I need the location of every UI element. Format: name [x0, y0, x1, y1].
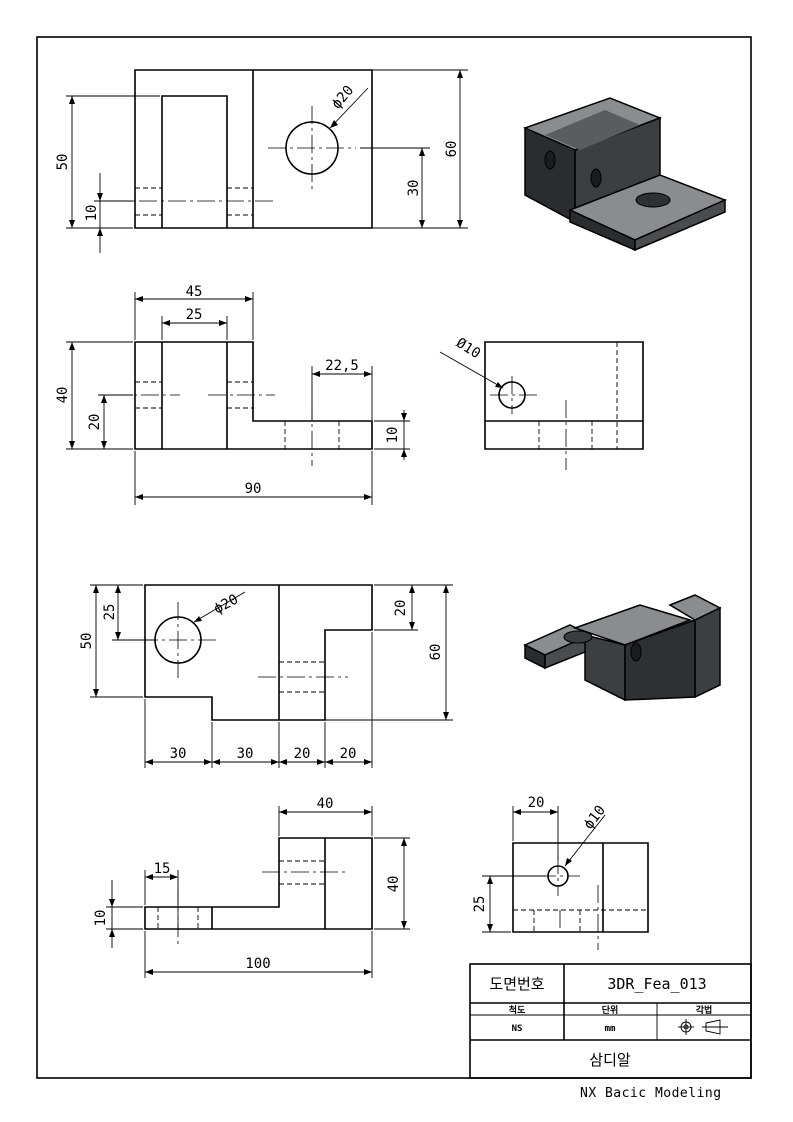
drawing2-side-view: 20 ϕ10 25 — [472, 795, 649, 950]
unit-value: mm — [605, 1024, 616, 1034]
dim-20b: 20 — [340, 746, 357, 762]
dim-40: 40 — [55, 387, 71, 404]
dim-10: 10 — [93, 910, 109, 927]
dim-30a: 30 — [170, 746, 187, 762]
dim-30b: 30 — [237, 746, 254, 762]
dim-15: 15 — [154, 861, 171, 877]
dim-90: 90 — [245, 481, 262, 497]
dim-50: 50 — [55, 154, 71, 171]
drawing2-front-view: 25 50 20 60 ϕ20 30 30 20 20 — [79, 584, 453, 768]
scale-value: NS — [512, 1024, 523, 1034]
dim-22-5: 22,5 — [325, 358, 359, 374]
dim-10: 10 — [84, 205, 100, 222]
drawing1-top-view: 45 25 22,5 40 20 10 90 — [55, 284, 410, 505]
drawing-number-label: 도면번호 — [489, 975, 544, 993]
third-angle-projection-icon — [678, 1019, 728, 1035]
dim-20a: 20 — [294, 746, 311, 762]
drawing1-side-view: Ø10 — [439, 335, 644, 470]
dim-20: 20 — [87, 414, 103, 431]
drawing-number: 3DR_Fea_013 — [607, 975, 706, 993]
title-block: 도면번호 3DR_Fea_013 척도 단위 각법 NS mm 삼디알 — [469, 963, 752, 1079]
dim-10: 10 — [385, 427, 401, 444]
drawing2-isometric-model — [523, 594, 722, 702]
dim-60: 60 — [428, 644, 444, 661]
dim-60: 60 — [444, 141, 460, 158]
dim-25: 25 — [102, 604, 118, 621]
footer-text: NX Bacic Modeling — [580, 1086, 722, 1101]
company-name: 삼디알 — [589, 1051, 631, 1069]
dim-45: 45 — [186, 284, 203, 300]
scale-label: 척도 — [509, 1004, 526, 1016]
dim-phi20: ϕ20 — [211, 591, 241, 617]
projection-label: 각법 — [696, 1004, 713, 1016]
drawing2-top-view: 40 15 10 40 100 — [93, 796, 410, 978]
dim-40: 40 — [317, 796, 334, 812]
dim-25: 25 — [472, 896, 488, 913]
dim-phi10: Ø10 — [453, 335, 483, 362]
dim-20: 20 — [393, 600, 409, 617]
dim-40b: 40 — [386, 876, 402, 893]
dim-25: 25 — [186, 307, 203, 323]
dim-50: 50 — [79, 633, 95, 650]
dim-phi20: ϕ20 — [329, 83, 358, 113]
sheet-border — [36, 36, 752, 1079]
unit-label: 단위 — [602, 1004, 619, 1016]
dim-phi10: ϕ10 — [581, 803, 609, 833]
dim-30: 30 — [406, 180, 422, 197]
dim-100: 100 — [245, 956, 270, 972]
drawing1-front-view: 50 10 30 60 ϕ20 — [55, 69, 468, 253]
dim-20: 20 — [528, 795, 545, 811]
drawing1-isometric-model — [522, 97, 727, 252]
